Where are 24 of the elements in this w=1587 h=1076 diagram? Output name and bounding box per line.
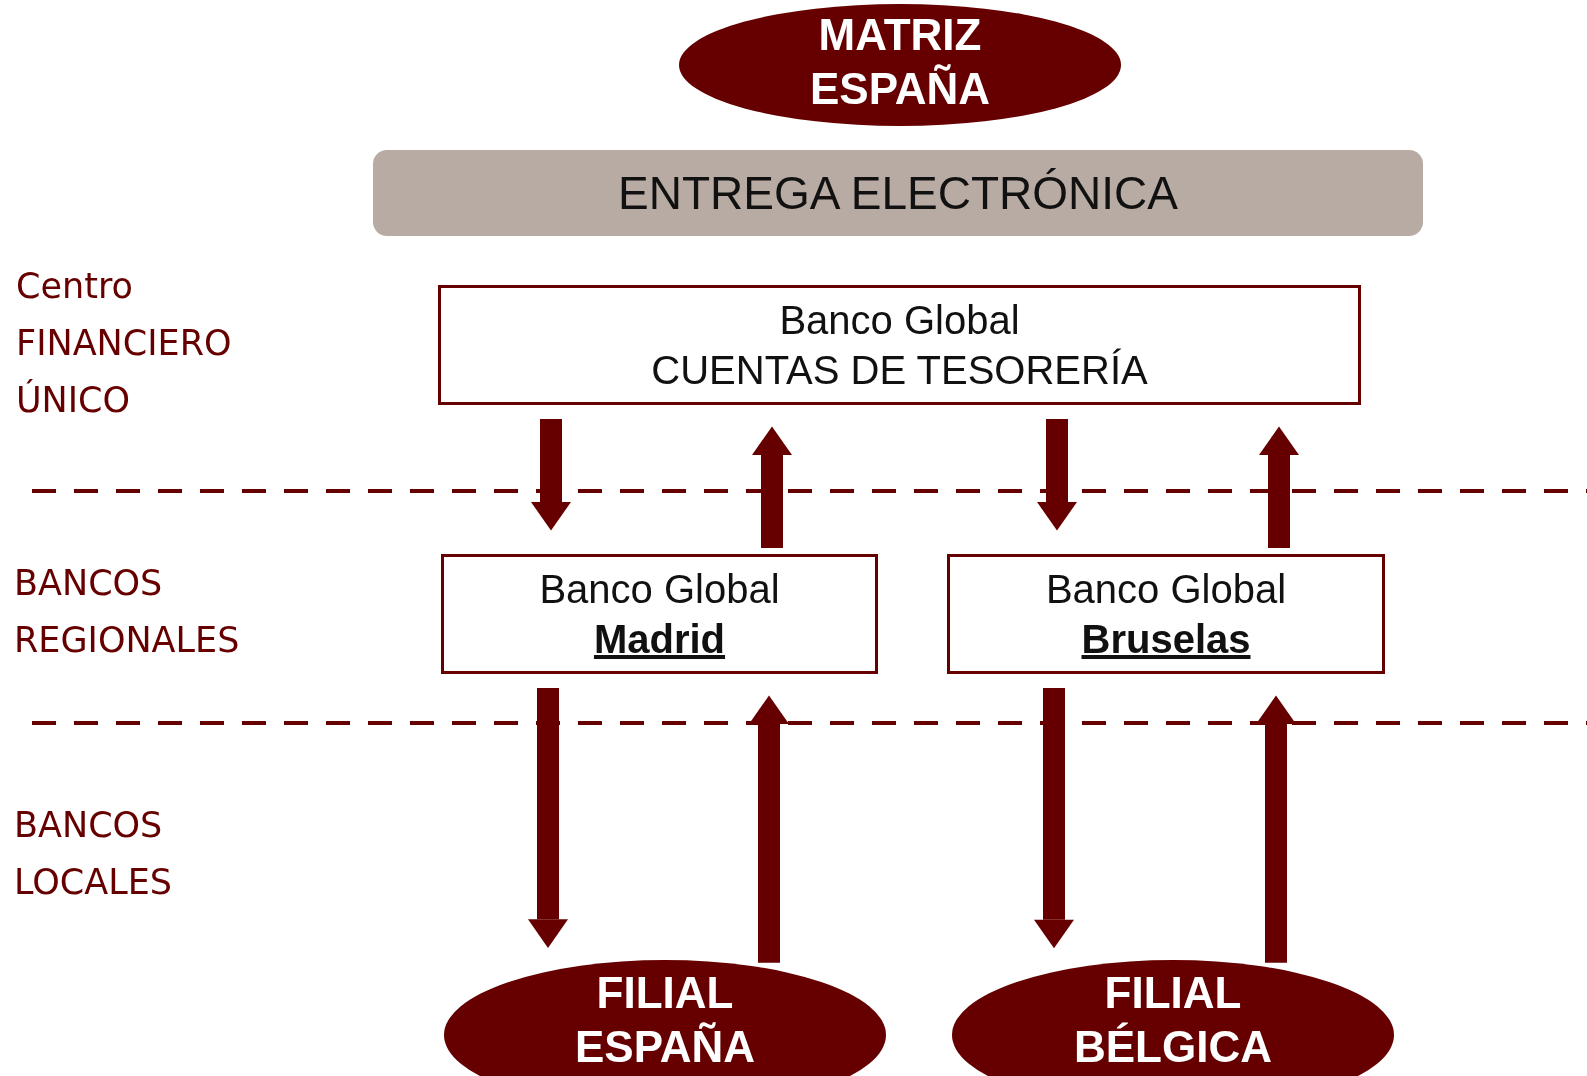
node-text: MATRIZ ESPAÑA <box>809 9 991 115</box>
arrow <box>531 419 571 531</box>
node-text: Banco Global <box>1045 566 1287 613</box>
arrow <box>1256 695 1296 963</box>
tier-label: Centro FINANCIERO ÚNICO <box>16 265 232 422</box>
node-text: Banco Global <box>779 297 1020 344</box>
rectangle-box <box>438 285 1361 405</box>
node-text: CUENTAS DE TESORERÍA <box>651 347 1148 394</box>
arrow <box>752 426 792 548</box>
tier-label: BANCOS LOCALES <box>14 804 172 904</box>
node-text: Bruselas <box>1081 616 1251 663</box>
node-text: Banco Global <box>539 566 780 613</box>
arrow <box>528 688 568 948</box>
rounded-band <box>373 150 1423 236</box>
rectangle-box <box>947 554 1385 674</box>
arrow <box>1037 419 1077 531</box>
node-text: ENTREGA ELECTRÓNICA <box>618 168 1178 218</box>
node-text: Madrid <box>593 616 726 663</box>
node-text: FILIAL BÉLGICA <box>1074 967 1272 1073</box>
arrow <box>1034 688 1074 949</box>
rectangle-box <box>441 554 878 674</box>
node-text: FILIAL ESPAÑA <box>574 967 756 1073</box>
arrow <box>1259 426 1299 548</box>
tier-label: BANCOS REGIONALES <box>14 562 240 662</box>
